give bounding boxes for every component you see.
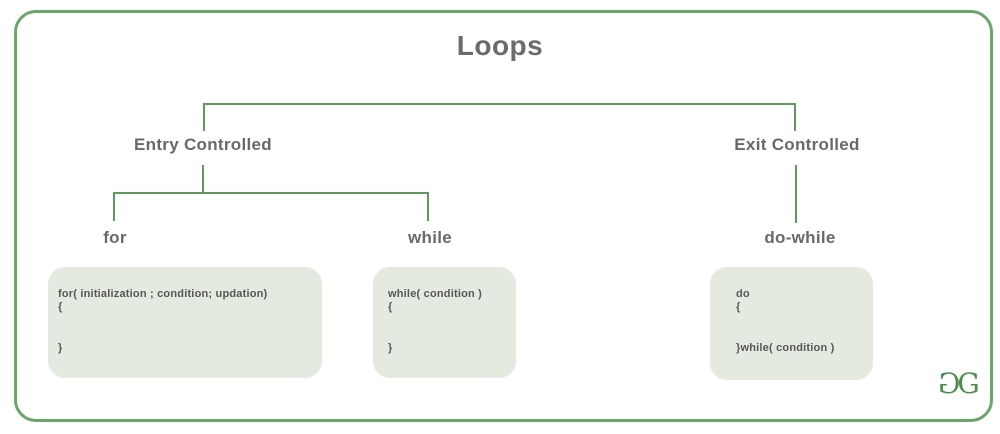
logo-mirrored-g-glyph: G bbox=[938, 367, 961, 400]
diagram-title: Loops bbox=[456, 30, 544, 61]
exit-branch-drop-line bbox=[795, 165, 797, 223]
while-syntax-code-box: while( condition ) { } bbox=[373, 267, 516, 378]
do-while-loop-label: do-while bbox=[764, 228, 836, 247]
logo-g-glyph: G bbox=[957, 367, 980, 400]
entry-branch-drop-line bbox=[202, 165, 204, 192]
while-loop-label: while bbox=[407, 228, 452, 247]
geeksforgeeks-logo-icon: GG bbox=[938, 367, 986, 400]
do-while-syntax-code-box: do { }while( condition ) bbox=[710, 267, 873, 380]
root-to-branches-connector-line bbox=[203, 103, 796, 131]
exit-controlled-label: Exit Controlled bbox=[734, 135, 860, 154]
entry-controlled-label: Entry Controlled bbox=[134, 135, 272, 154]
entry-to-leaves-connector-line bbox=[113, 192, 429, 221]
for-syntax-code-box: for( initialization ; condition; updatio… bbox=[48, 267, 322, 378]
for-loop-label: for bbox=[103, 228, 127, 247]
